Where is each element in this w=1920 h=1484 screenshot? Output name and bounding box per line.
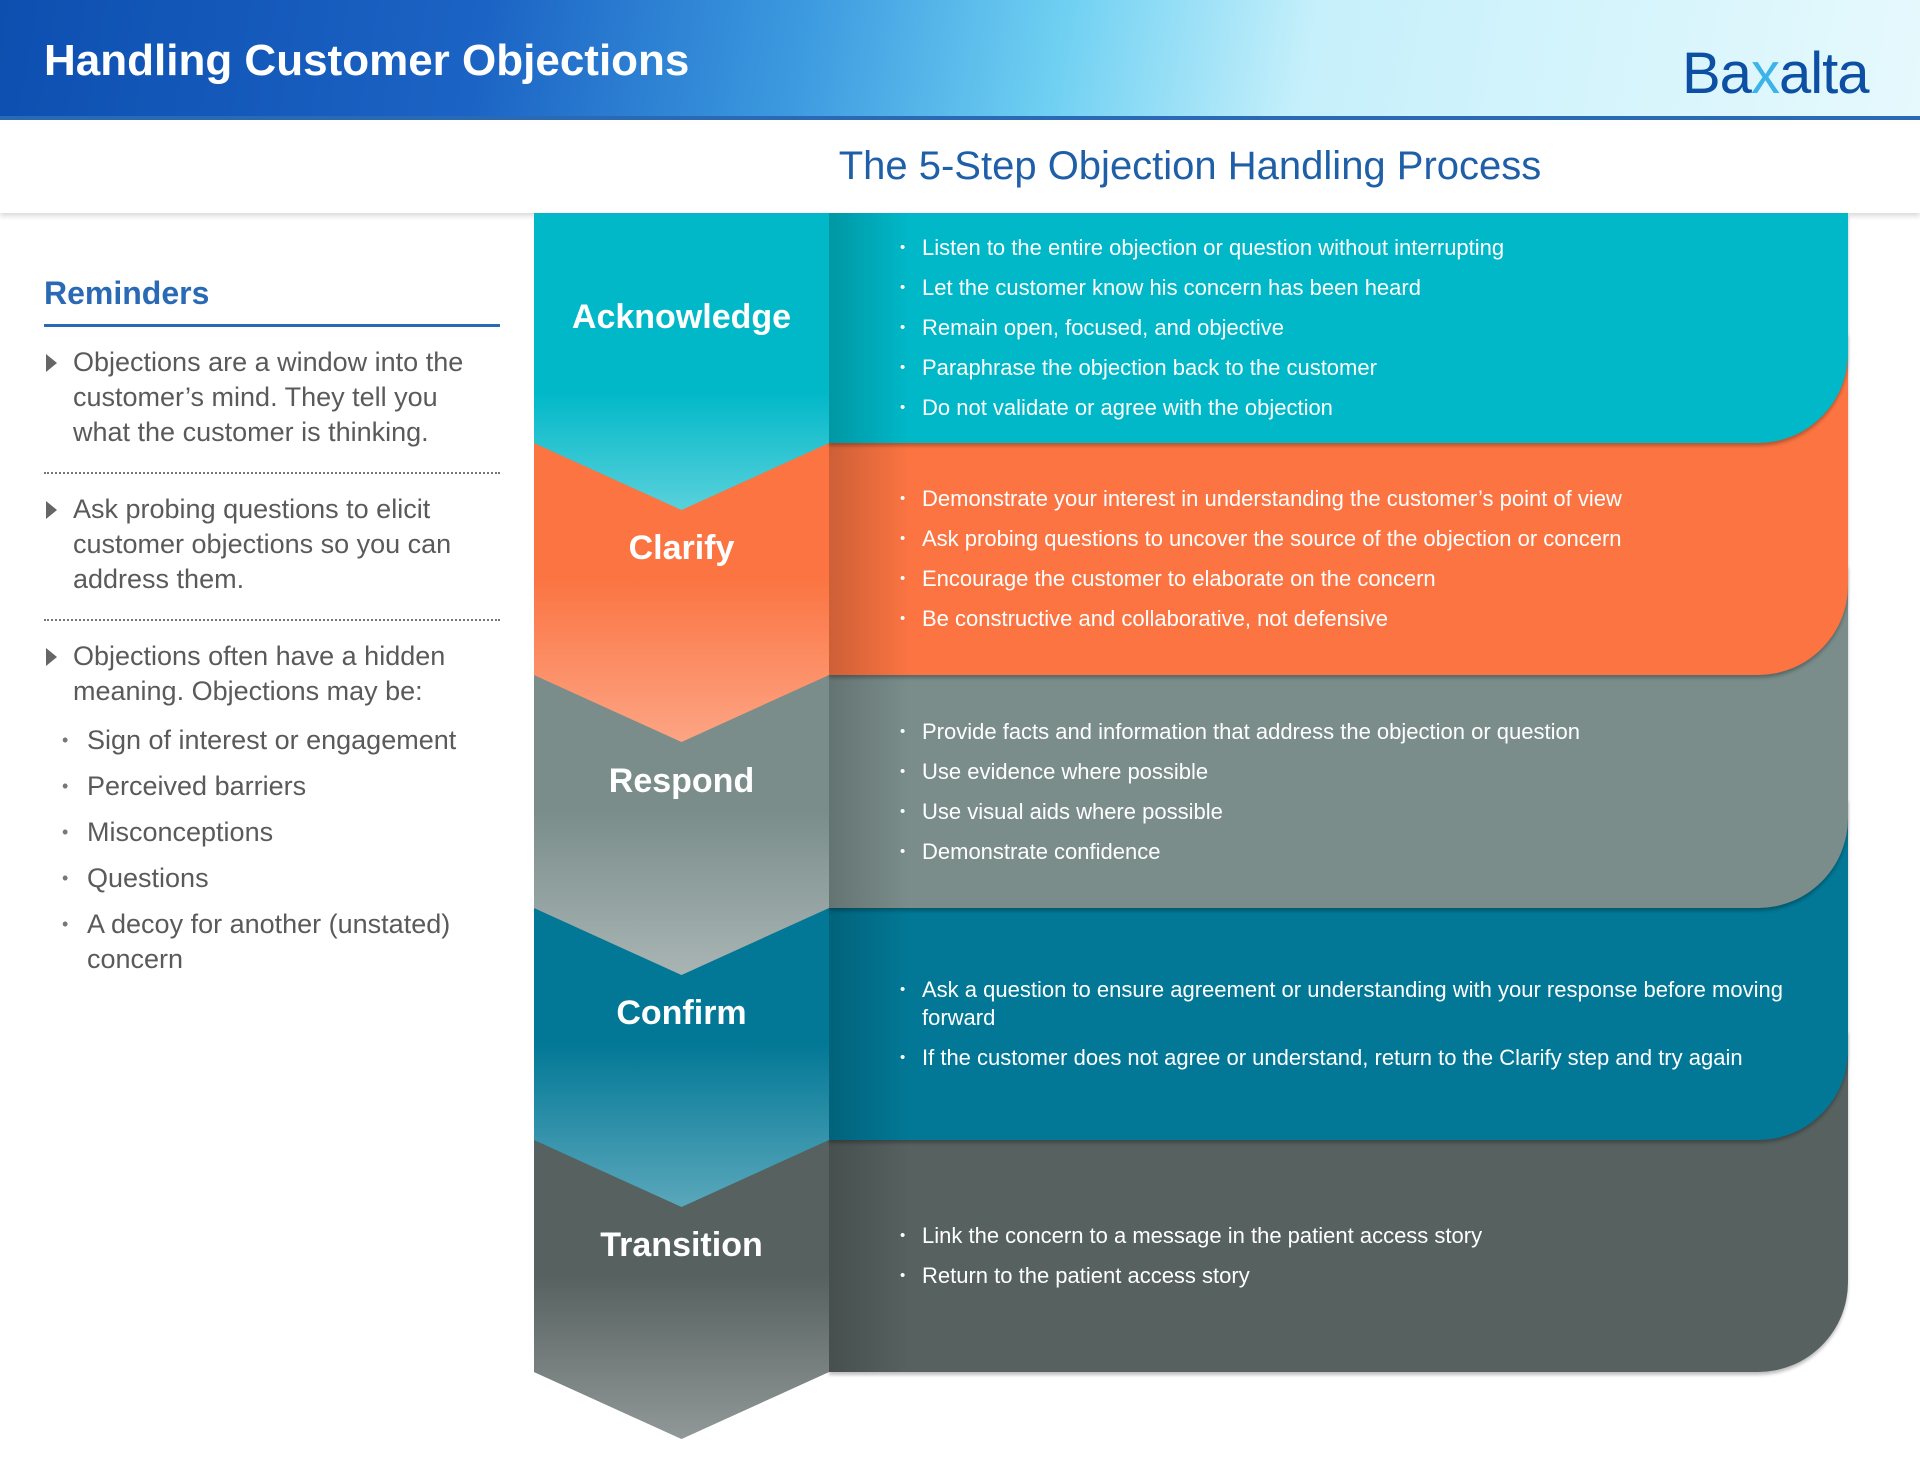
step-label: Transition — [600, 1226, 763, 1264]
triangle-bullet-icon — [46, 354, 57, 372]
list-item: Demonstrate your interest in understandi… — [900, 485, 1788, 513]
list-item: Encourage the customer to elaborate on t… — [900, 565, 1788, 593]
triangle-bullet-icon — [46, 501, 57, 519]
list-item: Demonstrate confidence — [900, 838, 1788, 866]
dotted-divider — [44, 619, 500, 621]
list-item: Perceived barriers — [44, 769, 500, 804]
triangle-bullet-icon — [46, 648, 57, 666]
list-item: Ask probing questions to uncover the sou… — [900, 525, 1788, 553]
list-item: Paraphrase the objection back to the cus… — [900, 354, 1788, 382]
list-item: Do not validate or agree with the object… — [900, 394, 1788, 422]
step-chevron: Acknowledge — [534, 213, 829, 510]
list-item: Link the concern to a message in the pat… — [900, 1222, 1788, 1250]
step-label: Clarify — [628, 529, 735, 567]
reminder-item: Objections often have a hidden meaning. … — [44, 639, 500, 709]
list-item: Provide facts and information that addre… — [900, 718, 1788, 746]
step-label: Acknowledge — [571, 298, 792, 336]
step-label: Respond — [608, 761, 755, 800]
list-item: Let the customer know his concern has be… — [900, 274, 1788, 302]
list-item: Misconceptions — [44, 815, 500, 850]
reminders-panel: Reminders Objections are a window into t… — [44, 275, 500, 988]
list-item: Use visual aids where possible — [900, 798, 1788, 826]
list-item: Ask a question to ensure agreement or un… — [900, 976, 1788, 1032]
reminder-item: Objections are a window into the custome… — [44, 345, 500, 450]
list-item: A decoy for another (unstated) concern — [44, 907, 500, 977]
dotted-divider — [44, 472, 500, 474]
step-acknowledge: Acknowledge Listen to the entire objectio… — [534, 213, 1848, 443]
reminders-heading: Reminders — [44, 275, 500, 327]
header-banner: Handling Customer Objections Baxalta — [0, 0, 1920, 120]
list-item: Remain open, focused, and objective — [900, 314, 1788, 342]
list-item: Questions — [44, 861, 500, 896]
baxalta-logo: Baxalta — [1682, 41, 1869, 106]
step-items: Ask a question to ensure agreement or un… — [900, 976, 1788, 1084]
step-label: Confirm — [616, 994, 747, 1032]
step-items: Provide facts and information that addre… — [900, 718, 1788, 878]
step-items: Demonstrate your interest in understandi… — [900, 485, 1788, 645]
list-item: If the customer does not agree or unders… — [900, 1044, 1788, 1072]
subtitle-strip: The 5-Step Objection Handling Process — [0, 124, 1920, 213]
process-title: The 5-Step Objection Handling Process — [838, 144, 1542, 188]
list-item: Listen to the entire objection or questi… — [900, 234, 1788, 262]
list-item: Return to the patient access story — [900, 1262, 1788, 1290]
list-item: Use evidence where possible — [900, 758, 1788, 786]
list-item: Sign of interest or engagement — [44, 723, 500, 758]
step-items: Link the concern to a message in the pat… — [900, 1222, 1788, 1302]
reminder-item: Ask probing questions to elicit customer… — [44, 492, 500, 597]
objection-types-list: Sign of interest or engagement Perceived… — [44, 723, 500, 977]
step-items: Listen to the entire objection or questi… — [900, 234, 1788, 434]
list-item: Be constructive and collaborative, not d… — [900, 605, 1788, 633]
page-title: Handling Customer Objections — [44, 36, 690, 85]
